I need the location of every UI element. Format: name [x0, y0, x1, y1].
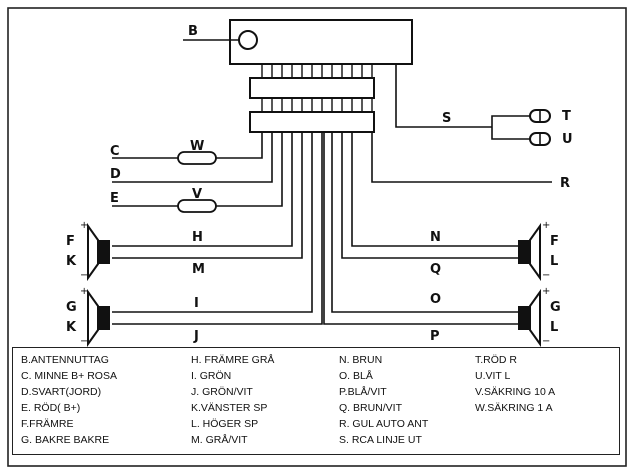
antenna-socket — [238, 30, 258, 50]
rca-lead-s — [395, 64, 492, 128]
label-m: M — [192, 262, 205, 277]
wire-h — [112, 132, 293, 247]
speaker-rear-right — [518, 288, 541, 348]
legend-item: T.RÖD R — [475, 354, 517, 366]
speaker-front-left — [87, 222, 110, 282]
connector-pins — [261, 64, 373, 78]
label-l-front: L — [550, 254, 558, 269]
legend-item: K.VÄNSTER SP — [191, 402, 268, 414]
sign-minus-rl: − — [80, 336, 88, 347]
legend-item: V.SÄKRING 10 A — [475, 386, 556, 398]
speaker-rear-left — [87, 288, 110, 348]
label-v: V — [192, 187, 202, 202]
fuse-w — [177, 151, 217, 165]
wire-q — [341, 132, 518, 259]
sign-plus-rl: + — [80, 286, 88, 297]
legend-item: H. FRÄMRE GRÅ — [191, 354, 275, 366]
label-r: R — [560, 176, 570, 191]
legend-item: O. BLÅ — [339, 370, 373, 382]
label-f-right: F — [550, 234, 559, 249]
label-d: D — [110, 167, 121, 182]
legend-item: I. GRÖN — [191, 370, 232, 382]
sign-minus-fr: − — [542, 270, 550, 281]
label-u: U — [562, 132, 573, 147]
legend-item: Q. BRUN/VIT — [339, 402, 403, 414]
wire-o — [331, 132, 518, 313]
legend-item: P.BLÅ/VIT — [339, 386, 387, 398]
legend-item: N. BRUN — [339, 354, 383, 366]
legend-item: L. HÖGER SP — [191, 418, 259, 430]
legend-item: W.SÄKRING 1 A — [475, 402, 553, 414]
legend-item: F.FRÄMRE — [21, 418, 74, 430]
connector-lower — [249, 111, 375, 133]
connector-upper — [249, 77, 375, 99]
label-e: E — [110, 191, 119, 206]
label-t: T — [562, 109, 571, 124]
sign-minus-rr: − — [542, 336, 550, 347]
label-s: S — [442, 111, 451, 126]
wire-m — [112, 132, 303, 259]
sign-plus-fr: + — [542, 220, 550, 231]
legend-box: B.ANTENNUTTAG C. MINNE B+ ROSA D.SVART(J… — [12, 347, 620, 455]
label-q: Q — [430, 262, 441, 277]
head-unit — [229, 19, 413, 65]
label-p: P — [430, 329, 440, 344]
legend-item: J. GRÖN/VIT — [191, 386, 253, 398]
legend-item: G. BAKRE BAKRE — [21, 434, 110, 446]
label-f-left: F — [66, 234, 75, 249]
wire-e — [112, 132, 283, 207]
legend-item: U.VIT L — [475, 370, 511, 382]
wire-d — [112, 132, 273, 183]
legend-item: D.SVART(JORD) — [21, 386, 102, 398]
fuse-v — [177, 199, 217, 213]
legend-item: C. MINNE B+ ROSA — [21, 370, 117, 382]
rca-split-u — [491, 127, 530, 140]
label-n: N — [430, 230, 441, 245]
label-g-right: G — [550, 300, 561, 315]
label-h: H — [192, 230, 203, 245]
wire-j — [112, 132, 323, 325]
sign-minus-fl: − — [80, 270, 88, 281]
label-k-front: K — [66, 254, 77, 269]
speaker-front-right — [518, 222, 541, 282]
label-w: W — [190, 139, 204, 154]
rca-split-t — [491, 115, 530, 127]
legend-item: B.ANTENNUTTAG — [21, 354, 109, 366]
label-c: C — [110, 144, 120, 159]
sign-plus-fl: + — [80, 220, 88, 231]
wire-r — [371, 132, 552, 183]
wire-c — [112, 132, 263, 159]
label-i: I — [194, 296, 199, 311]
wire-i — [112, 132, 313, 313]
legend-item: R. GUL AUTO ANT — [339, 418, 429, 430]
wire-p — [323, 132, 518, 325]
outer-frame — [7, 7, 627, 467]
legend-item: E. RÖD( B+) — [21, 402, 81, 414]
legend-item: M. GRÅ/VIT — [191, 434, 248, 446]
label-j: J — [193, 329, 199, 344]
label-k-rear: K — [66, 320, 77, 335]
label-b: B — [188, 24, 198, 39]
connector-wires-middle — [261, 98, 373, 112]
label-o: O — [430, 292, 441, 307]
sign-plus-rr: + — [542, 286, 550, 297]
legend-item: S. RCA LINJE UT — [339, 434, 422, 446]
label-g-left: G — [66, 300, 77, 315]
wire-n — [351, 132, 518, 247]
label-l-rear: L — [550, 320, 558, 335]
